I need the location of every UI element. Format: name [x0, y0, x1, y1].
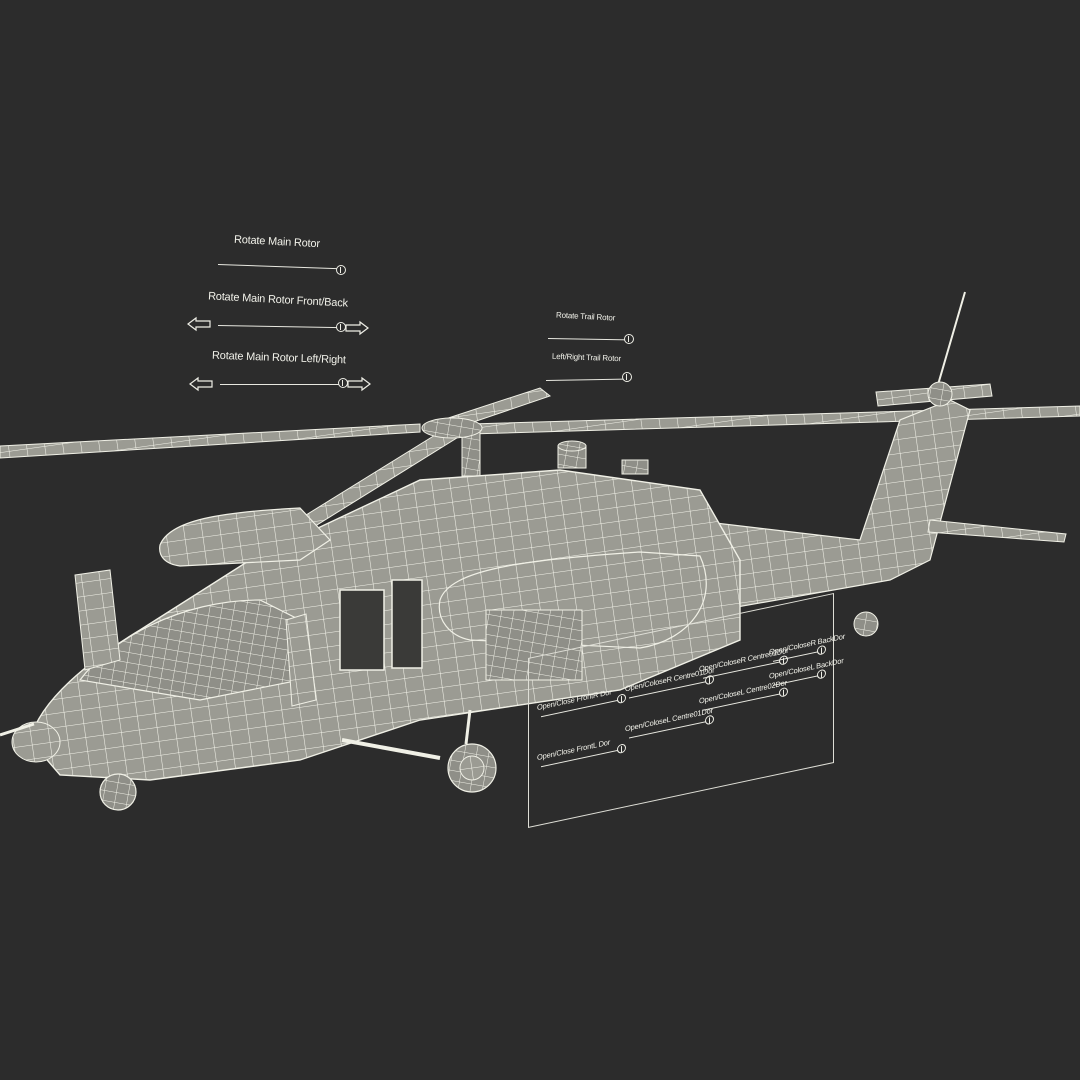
arrow-right-icon[interactable]: [344, 320, 370, 336]
rotate-trail-rotor-slider-knob[interactable]: [624, 334, 634, 344]
arrow-left-icon[interactable]: [186, 316, 212, 332]
tail-assembly: [689, 291, 1067, 637]
rotate-main-rotor-slider-knob[interactable]: [336, 265, 346, 275]
door-slider-knob[interactable]: [705, 714, 714, 726]
fuselage: [0, 440, 741, 811]
left-right-trail-rotor-slider-knob[interactable]: [622, 372, 632, 382]
arrow-left-icon[interactable]: [188, 376, 214, 392]
door-control-front-l[interactable]: Open/Close FrontL Dor: [537, 734, 629, 774]
rotate-main-rotor-left-right-slider-track[interactable]: [220, 384, 342, 385]
door-control-front-r[interactable]: Open/Close FrontR Dor: [537, 684, 629, 724]
door-slider-knob[interactable]: [817, 668, 826, 680]
door-slider-knob[interactable]: [817, 644, 826, 656]
arrow-right-icon[interactable]: [346, 376, 372, 392]
door-slider-knob[interactable]: [617, 743, 626, 755]
